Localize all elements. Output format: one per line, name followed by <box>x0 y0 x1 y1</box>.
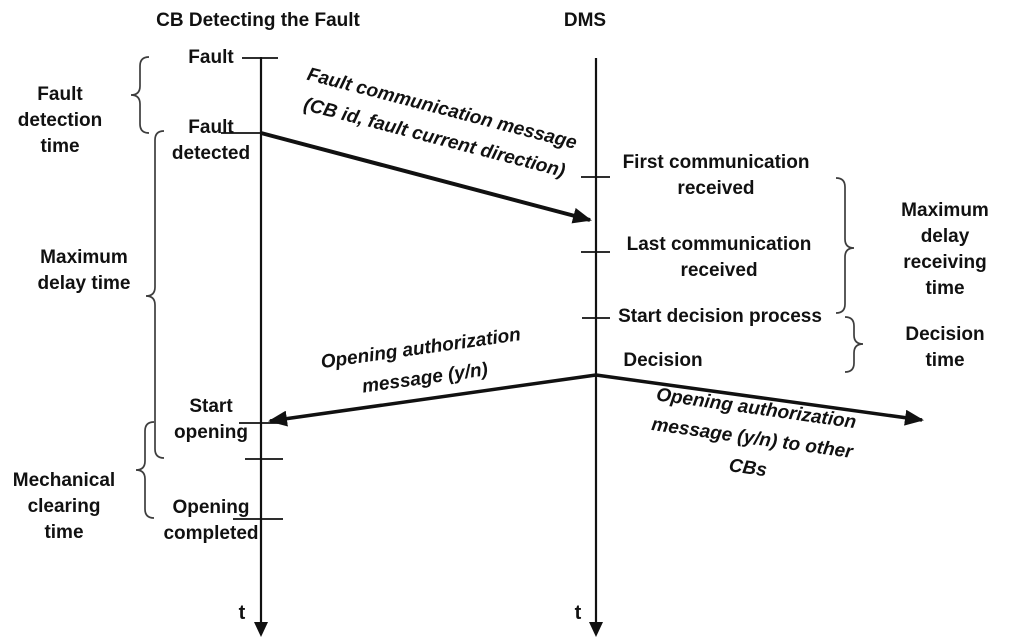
event-decision: Decision <box>623 350 703 371</box>
event-opening-completed: Opening completed <box>163 497 259 544</box>
cb-time-axis-label: t <box>238 602 246 624</box>
duration-decision-time: Decision time <box>905 324 985 371</box>
opening-authorization-others-arrow <box>595 373 924 426</box>
brace-maximum-delay-time <box>145 130 165 459</box>
brace-mechanical-clearing-time <box>135 421 155 519</box>
left-lifeline-title: CB Detecting the Fault <box>156 10 360 31</box>
brace-maximum-delay-receiving-time <box>835 177 855 314</box>
cb-lifeline-arrowhead-icon <box>254 622 268 637</box>
event-last-comm-received: Last communication received <box>626 234 812 281</box>
event-first-comm-received: First communication received <box>622 152 810 199</box>
dms-time-axis-label: t <box>574 602 582 624</box>
duration-fault-detection-time: Fault detection time <box>17 84 103 157</box>
event-start-opening: Start opening <box>174 396 248 443</box>
duration-mechanical-clearing-time: Mechanical clearing time <box>12 470 116 543</box>
duration-maximum-delay-time: Maximum delay time <box>37 247 131 294</box>
dms-lifeline-arrowhead-icon <box>589 622 603 637</box>
fault-communication-arrow <box>260 131 592 224</box>
opening-authorization-arrow <box>268 373 597 427</box>
right-lifeline-title: DMS <box>563 10 607 31</box>
brace-fault-detection-time <box>130 56 150 134</box>
event-fault: Fault <box>188 47 234 68</box>
duration-maximum-delay-receiving-time: Maximum delay receiving time <box>901 200 989 299</box>
event-start-decision-process: Start decision process <box>618 306 822 327</box>
event-fault-detected: Fault detected <box>171 117 251 164</box>
brace-decision-time <box>844 316 864 373</box>
